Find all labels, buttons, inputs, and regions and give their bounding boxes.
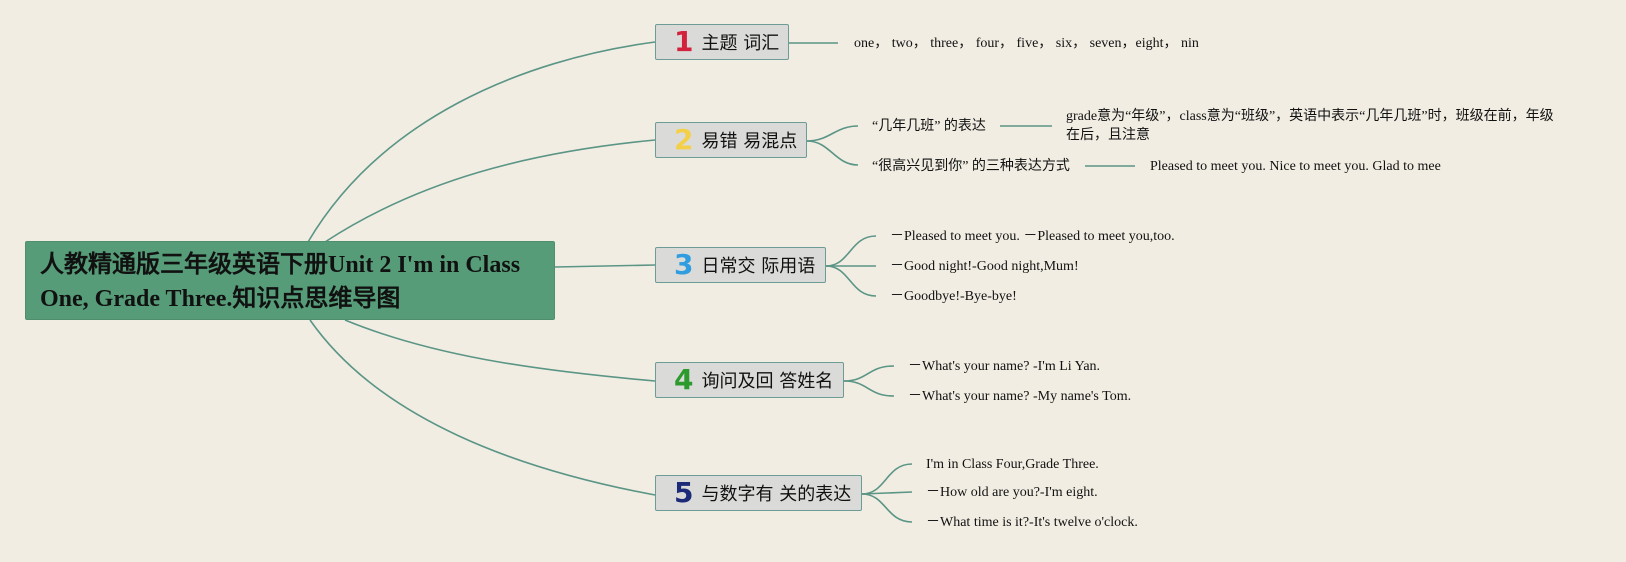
branch-4-asking-names[interactable]: 4 询问及回 答姓名 [655,362,844,398]
branch-4-leaf-1[interactable]: －What's your name? -I'm Li Yan. [908,359,1101,374]
branch-3-leaf-1[interactable]: －Pleased to meet you. －Pleased to meet y… [890,229,1175,244]
branch-2-common-mistakes[interactable]: 2 易错 易混点 [655,122,807,158]
branch-4-leaf-2[interactable]: －What's your name? -My name's Tom. [908,389,1132,404]
number-1-icon: 1 [674,25,694,58]
connector-root-branch-1 [307,41,656,243]
branch-3-leaf-2[interactable]: －Good night!-Good night,Mum! [890,259,1079,274]
root-topic[interactable]: 人教精通版三年级英语下册Unit 2 I'm in Class One, Gra… [25,241,555,320]
branch-2-sub-1-label[interactable]: “几年几班” 的表达 [872,119,986,134]
branch-2-sub-2-label[interactable]: “很高兴见到你” 的三种表达方式 [872,159,1070,174]
connector-branch-5-leaf-3 [861,493,913,523]
branch-2-sub-1-detail[interactable]: grade意为“年级”，class意为“班级”，英语中表示“几年几班”时，班级在… [1066,109,1554,143]
connector-branch-3-leaf-3 [825,265,877,297]
branch-5-leaf-1[interactable]: I'm in Class Four,Grade Three. [926,457,1099,472]
branch-3-leaf-3[interactable]: －Goodbye!-Bye-bye! [890,289,1017,304]
branch-1-label: 主题 词汇 [701,33,780,54]
connector-root-branch-5 [309,319,656,496]
connector-branch-2-sub-1 [806,125,859,142]
branch-2-label: 易错 易混点 [701,131,798,152]
branch-4-label: 询问及回 答姓名 [701,371,834,392]
root-title: 人教精通版三年级英语下册Unit 2 I'm in Class One, Gra… [40,252,521,312]
branch-5-leaf-2[interactable]: －How old are you?-I'm eight. [926,485,1098,500]
connector-branch-4-leaf-2 [843,380,895,397]
connector-branch-5-leaf-2 [861,491,913,495]
branch-1-leaf[interactable]: one， two， three， four， five， six， seven，… [854,36,1199,51]
connector-root-branch-2 [324,139,656,243]
branch-3-label: 日常交 际用语 [701,256,816,277]
number-5-icon: 5 [674,476,694,509]
branch-2-sub-2-detail[interactable]: Pleased to meet you. Nice to meet you. G… [1150,159,1441,174]
branch-5-leaf-3[interactable]: －What time is it?-It's twelve o'clock. [926,515,1138,530]
connector-branch-3-leaf-1 [825,235,877,267]
branch-5-number-expressions[interactable]: 5 与数字有 关的表达 [655,475,862,511]
branch-1-topic-vocabulary[interactable]: 1 主题 词汇 [655,24,789,60]
number-4-icon: 4 [674,363,694,396]
number-2-icon: 2 [674,123,694,156]
branch-3-daily-expressions[interactable]: 3 日常交 际用语 [655,247,826,283]
branch-5-label: 与数字有 关的表达 [701,484,852,505]
connector-root-branch-4 [344,319,656,382]
connector-branch-2-sub-2 [806,140,859,166]
connector-branch-5-leaf-1 [861,463,913,495]
number-3-icon: 3 [674,248,694,281]
connector-branch-4-leaf-1 [843,365,895,382]
connector-root-branch-3 [554,264,656,268]
